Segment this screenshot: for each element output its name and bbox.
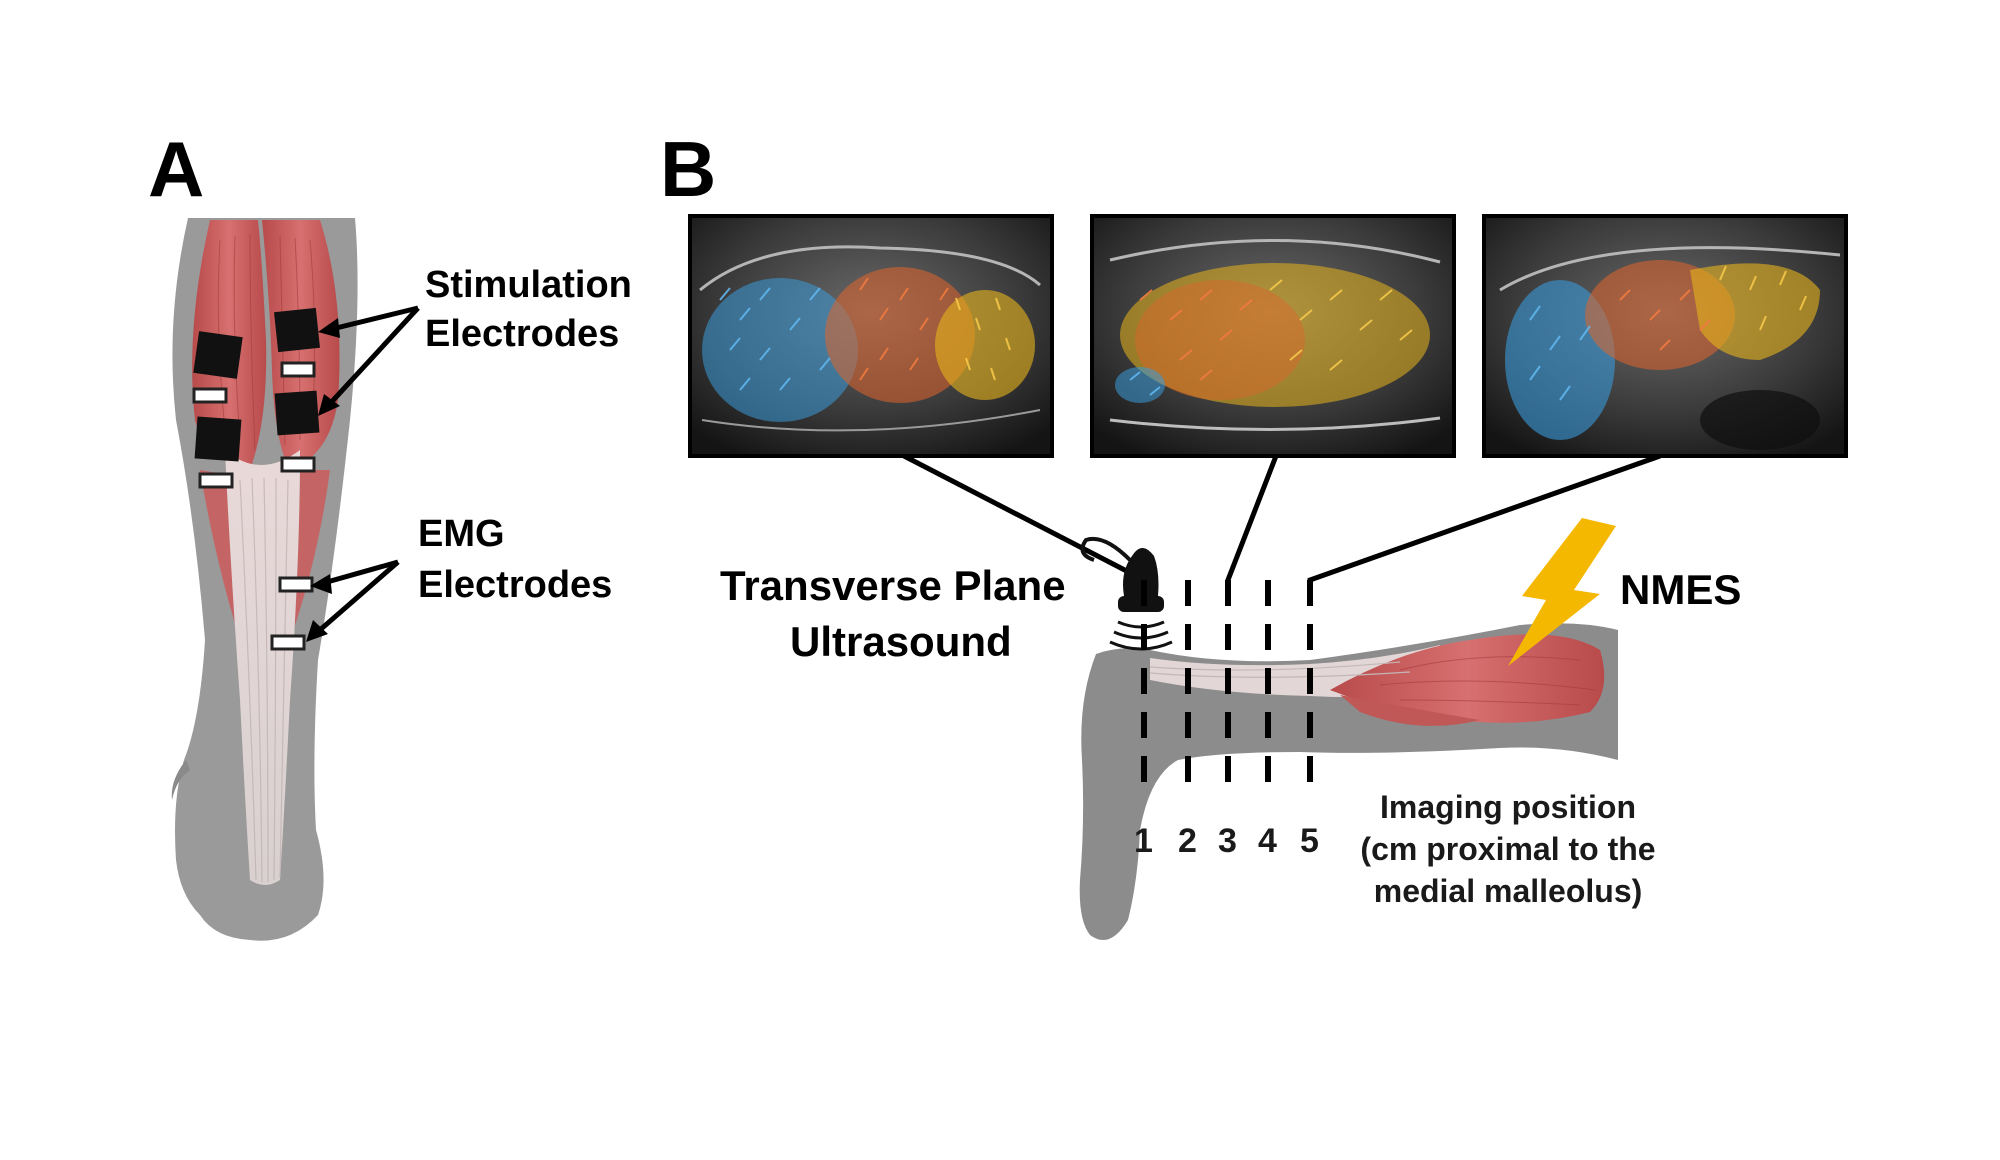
- probe-label-line2: Ultrasound: [790, 618, 1012, 665]
- stimulation-label-line1: Stimulation: [425, 264, 632, 306]
- ultrasound-probe: [1080, 537, 1173, 651]
- position-1: 1: [1134, 822, 1153, 860]
- imaging-label-line2: (cm proximal to the: [1360, 831, 1655, 867]
- lightning-bolt-icon: [1508, 518, 1616, 666]
- position-2: 2: [1178, 822, 1197, 860]
- position-3: 3: [1218, 822, 1237, 860]
- panel-b-letter: B: [660, 125, 716, 213]
- emg-electrodes: [192, 361, 316, 651]
- imaging-label-line1: Imaging position: [1380, 789, 1636, 825]
- probe-label-line1: Transverse Plane: [720, 562, 1066, 609]
- ultrasound-image-3: [1482, 214, 1848, 458]
- imaging-label-line3: medial malleolus): [1374, 873, 1643, 909]
- panel-a-arrows: [306, 305, 420, 642]
- stimulation-label-line2: Electrodes: [425, 313, 619, 355]
- imaging-position-lines: [1141, 580, 1313, 800]
- stimulation-electrodes: [193, 307, 320, 462]
- position-4: 4: [1258, 822, 1277, 860]
- emg-label-line2: Electrodes: [418, 564, 612, 606]
- position-5: 5: [1300, 822, 1319, 860]
- emg-label-line1: EMG: [418, 513, 505, 555]
- ultrasound-image-2: [1090, 214, 1456, 458]
- nmes-label: NMES: [1620, 566, 1741, 613]
- panel-a-letter: A: [148, 125, 204, 213]
- ultrasound-image-1: [688, 214, 1054, 458]
